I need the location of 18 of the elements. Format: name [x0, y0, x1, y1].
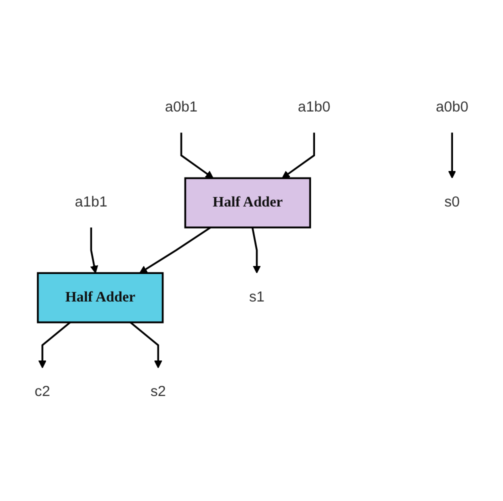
node-text: a1b0: [298, 100, 330, 116]
arrow: [130, 322, 162, 369]
node-text: a1b1: [74, 194, 108, 210]
node-text: s2: [150, 384, 166, 400]
node-text: s1: [249, 290, 265, 306]
node-text: a0b0: [436, 100, 468, 116]
arrow: [90, 228, 98, 274]
arrow: [38, 322, 71, 369]
node-text: s0: [444, 194, 460, 210]
node-box: Half Adder: [184, 178, 312, 229]
arrow: [180, 132, 214, 179]
arrow: [282, 132, 316, 179]
node-text: a0b1: [165, 100, 198, 116]
node-text: c2: [34, 384, 50, 400]
arrow: [448, 132, 456, 179]
arrow: [252, 228, 261, 274]
node-box: Half Adder: [36, 272, 164, 324]
arrow: [139, 226, 212, 274]
